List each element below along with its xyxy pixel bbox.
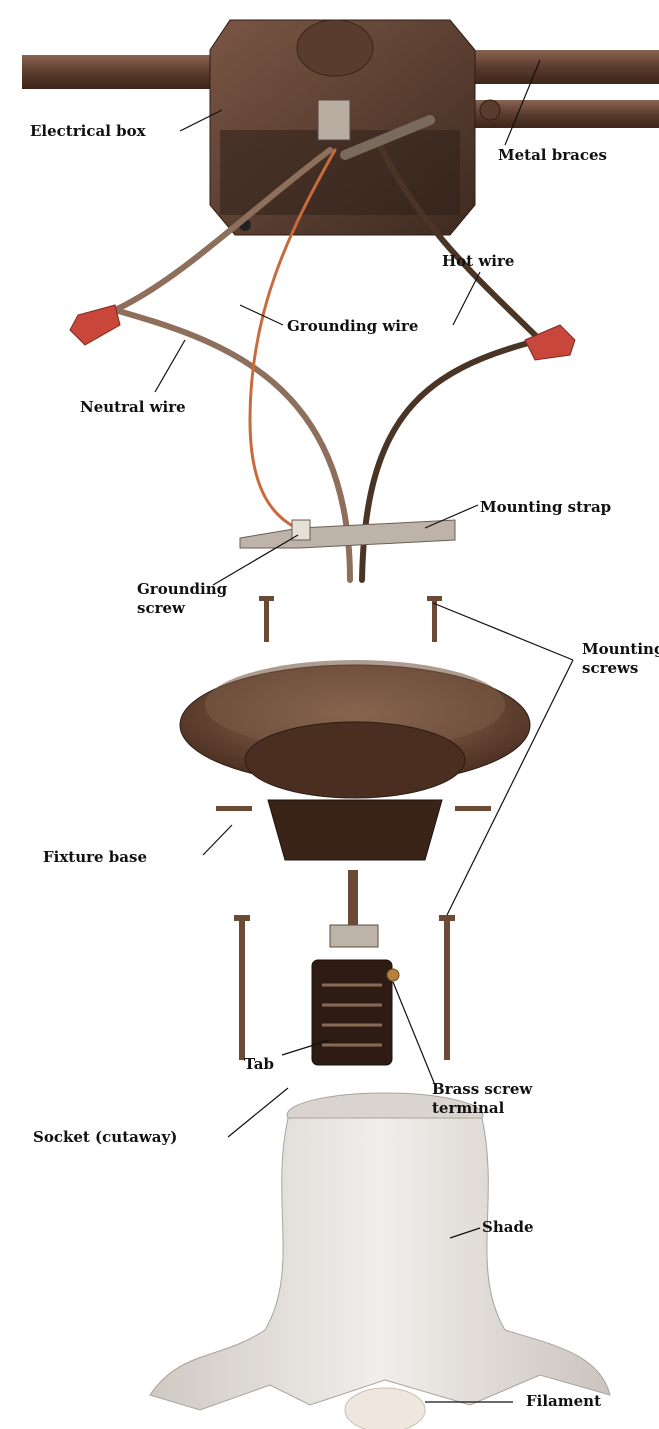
label-brass-screw-terminal-line2: terminal bbox=[432, 1099, 532, 1118]
label-mounting-screws: Mounting screws bbox=[582, 640, 659, 678]
label-grounding-screw-line2: screw bbox=[137, 599, 227, 618]
label-brass-screw-terminal: Brass screw terminal bbox=[432, 1080, 532, 1118]
label-electrical-box: Electrical box bbox=[30, 122, 146, 141]
label-metal-braces: Metal braces bbox=[498, 146, 607, 165]
upper-mounting-screws bbox=[259, 596, 442, 642]
label-brass-screw-terminal-line1: Brass screw bbox=[432, 1080, 532, 1099]
label-filament: Filament bbox=[526, 1392, 601, 1411]
label-grounding-screw: Grounding screw bbox=[137, 580, 227, 618]
label-neutral-wire: Neutral wire bbox=[80, 398, 186, 417]
label-fixture-base: Fixture base bbox=[43, 848, 147, 867]
label-shade: Shade bbox=[482, 1218, 534, 1237]
fixture-base bbox=[180, 660, 530, 860]
label-mounting-screws-line2: screws bbox=[582, 659, 659, 678]
label-mounting-strap: Mounting strap bbox=[480, 498, 611, 517]
label-socket: Socket (cutaway) bbox=[33, 1128, 177, 1147]
label-tab: Tab bbox=[244, 1055, 274, 1074]
label-hot-wire: Hot wire bbox=[442, 252, 514, 271]
label-grounding-wire: Grounding wire bbox=[287, 317, 418, 336]
electrical-box bbox=[210, 20, 475, 235]
label-grounding-screw-line1: Grounding bbox=[137, 580, 227, 599]
socket bbox=[312, 870, 399, 1065]
label-mounting-screws-line1: Mounting bbox=[582, 640, 659, 659]
shade bbox=[150, 1093, 610, 1429]
